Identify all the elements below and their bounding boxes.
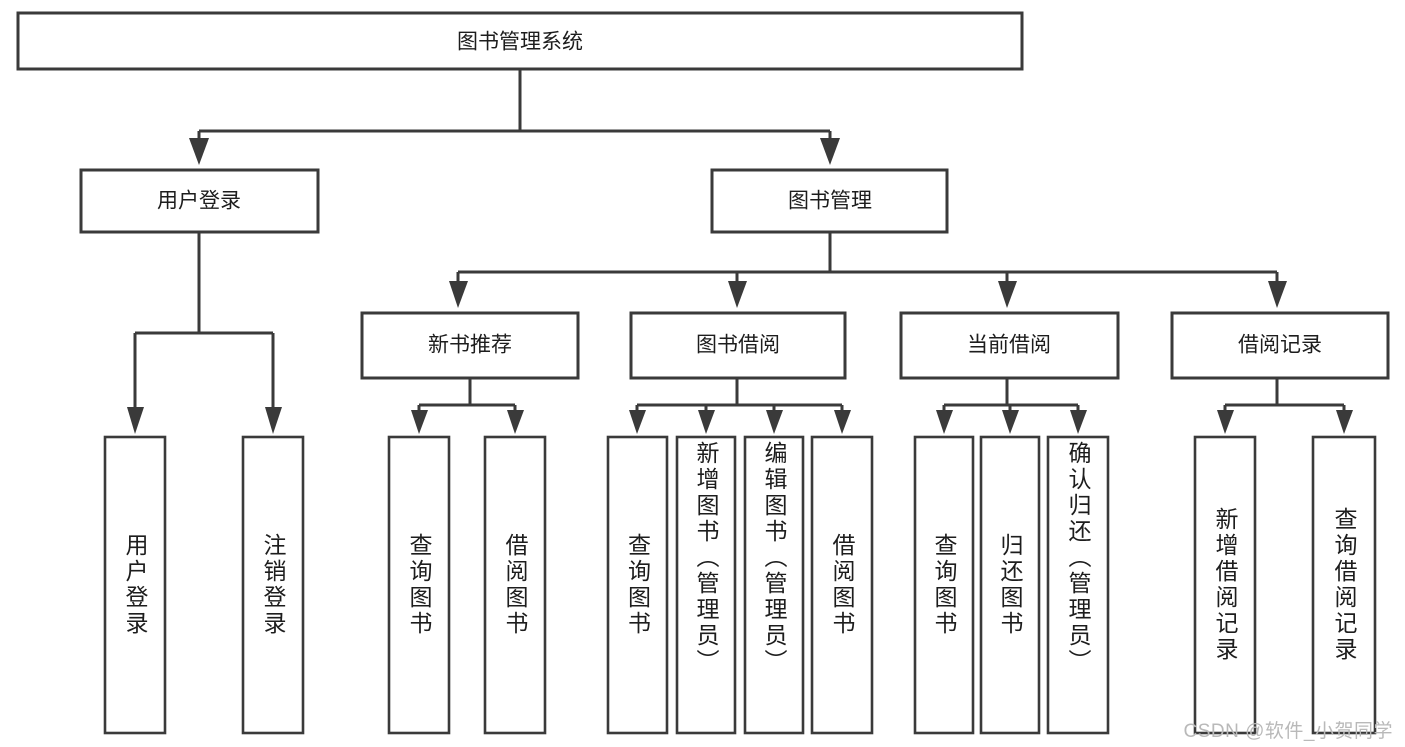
connector-newbook-to-leaves [411, 378, 524, 434]
arrow-confirm-return-admin [1070, 410, 1087, 434]
book-borrow-box[interactable] [629, 311, 847, 380]
new-book-recommend-box[interactable] [360, 311, 580, 380]
arrow-borrow-books-rec [507, 410, 524, 434]
borrow-record-box[interactable] [1170, 311, 1390, 380]
leaf-borrow-books-rec-box[interactable] [483, 435, 547, 735]
leaf-edit-book-admin-box[interactable] [743, 435, 805, 735]
leaf-user-login-box[interactable] [103, 435, 167, 735]
arrow-user-login [189, 138, 209, 165]
arrow-query-books-borrow [629, 410, 646, 434]
book-borrow-label: 图书借阅 [696, 334, 780, 357]
book-management-label: 图书管理 [788, 190, 872, 213]
leaf-borrow-books-box[interactable] [810, 435, 874, 735]
arrow-leaf-logout [265, 407, 282, 434]
leaf-logout-box[interactable] [241, 435, 305, 735]
arrow-query-books-current [936, 410, 953, 434]
arrow-current-borrow [998, 281, 1017, 308]
node-book-borrow[interactable]: 图书借阅 [629, 311, 847, 380]
current-borrow-label: 当前借阅 [967, 334, 1051, 357]
connector-bookborrow-to-leaves [629, 378, 851, 434]
borrow-record-label: 借阅记录 [1238, 334, 1322, 357]
arrow-edit-book-admin [766, 410, 783, 434]
connector-bookmgmt-to-level3 [449, 232, 1287, 308]
arrow-book-management [820, 138, 840, 165]
arrow-borrow-books [834, 410, 851, 434]
arrow-book-borrow [728, 281, 747, 308]
node-current-borrow[interactable]: 当前借阅 [899, 311, 1120, 380]
leaf-query-borrow-record-box[interactable] [1311, 435, 1377, 735]
root-label: 图书管理系统 [457, 31, 583, 54]
user-login-box[interactable] [79, 168, 320, 234]
arrow-leaf-user-login [127, 407, 144, 434]
arrow-query-borrow-record [1336, 410, 1353, 434]
new-book-recommend-label: 新书推荐 [428, 334, 512, 357]
node-new-book-recommend[interactable]: 新书推荐 [360, 311, 580, 380]
node-root[interactable]: 图书管理系统 [16, 11, 1024, 71]
arrow-query-books-rec [411, 410, 428, 434]
arrow-return-books [1002, 410, 1019, 434]
user-login-label: 用户登录 [157, 190, 241, 213]
connector-currentborrow-to-leaves [936, 378, 1087, 434]
leaf-query-books-borrow-box[interactable] [606, 435, 669, 735]
leaf-confirm-return-admin-box[interactable] [1046, 435, 1110, 735]
arrow-add-book-admin [698, 410, 715, 434]
connector-borrowrecord-to-leaves [1217, 378, 1353, 434]
root-box[interactable] [16, 11, 1024, 71]
node-borrow-record[interactable]: 借阅记录 [1170, 311, 1390, 380]
csdn-watermark: CSDN @软件_小贺同学 [1183, 721, 1393, 742]
leaf-add-book-admin-box[interactable] [675, 435, 737, 735]
connector-root-to-level2 [189, 69, 840, 165]
arrow-new-book-recommend [449, 281, 468, 308]
leaf-add-borrow-record-box[interactable] [1193, 435, 1257, 735]
node-book-management[interactable]: 图书管理 [710, 168, 949, 234]
arrow-borrow-record [1268, 281, 1287, 308]
current-borrow-box[interactable] [899, 311, 1120, 380]
leaf-query-books-rec-box[interactable] [387, 435, 451, 735]
book-management-box[interactable] [710, 168, 949, 234]
connector-userlogin-to-leaves [127, 232, 282, 434]
leaf-query-books-current-box[interactable] [913, 435, 975, 735]
node-user-login[interactable]: 用户登录 [79, 168, 320, 234]
leaf-return-books-box[interactable] [979, 435, 1041, 735]
leaf-boxes [103, 435, 1377, 735]
arrow-add-borrow-record [1217, 410, 1234, 434]
